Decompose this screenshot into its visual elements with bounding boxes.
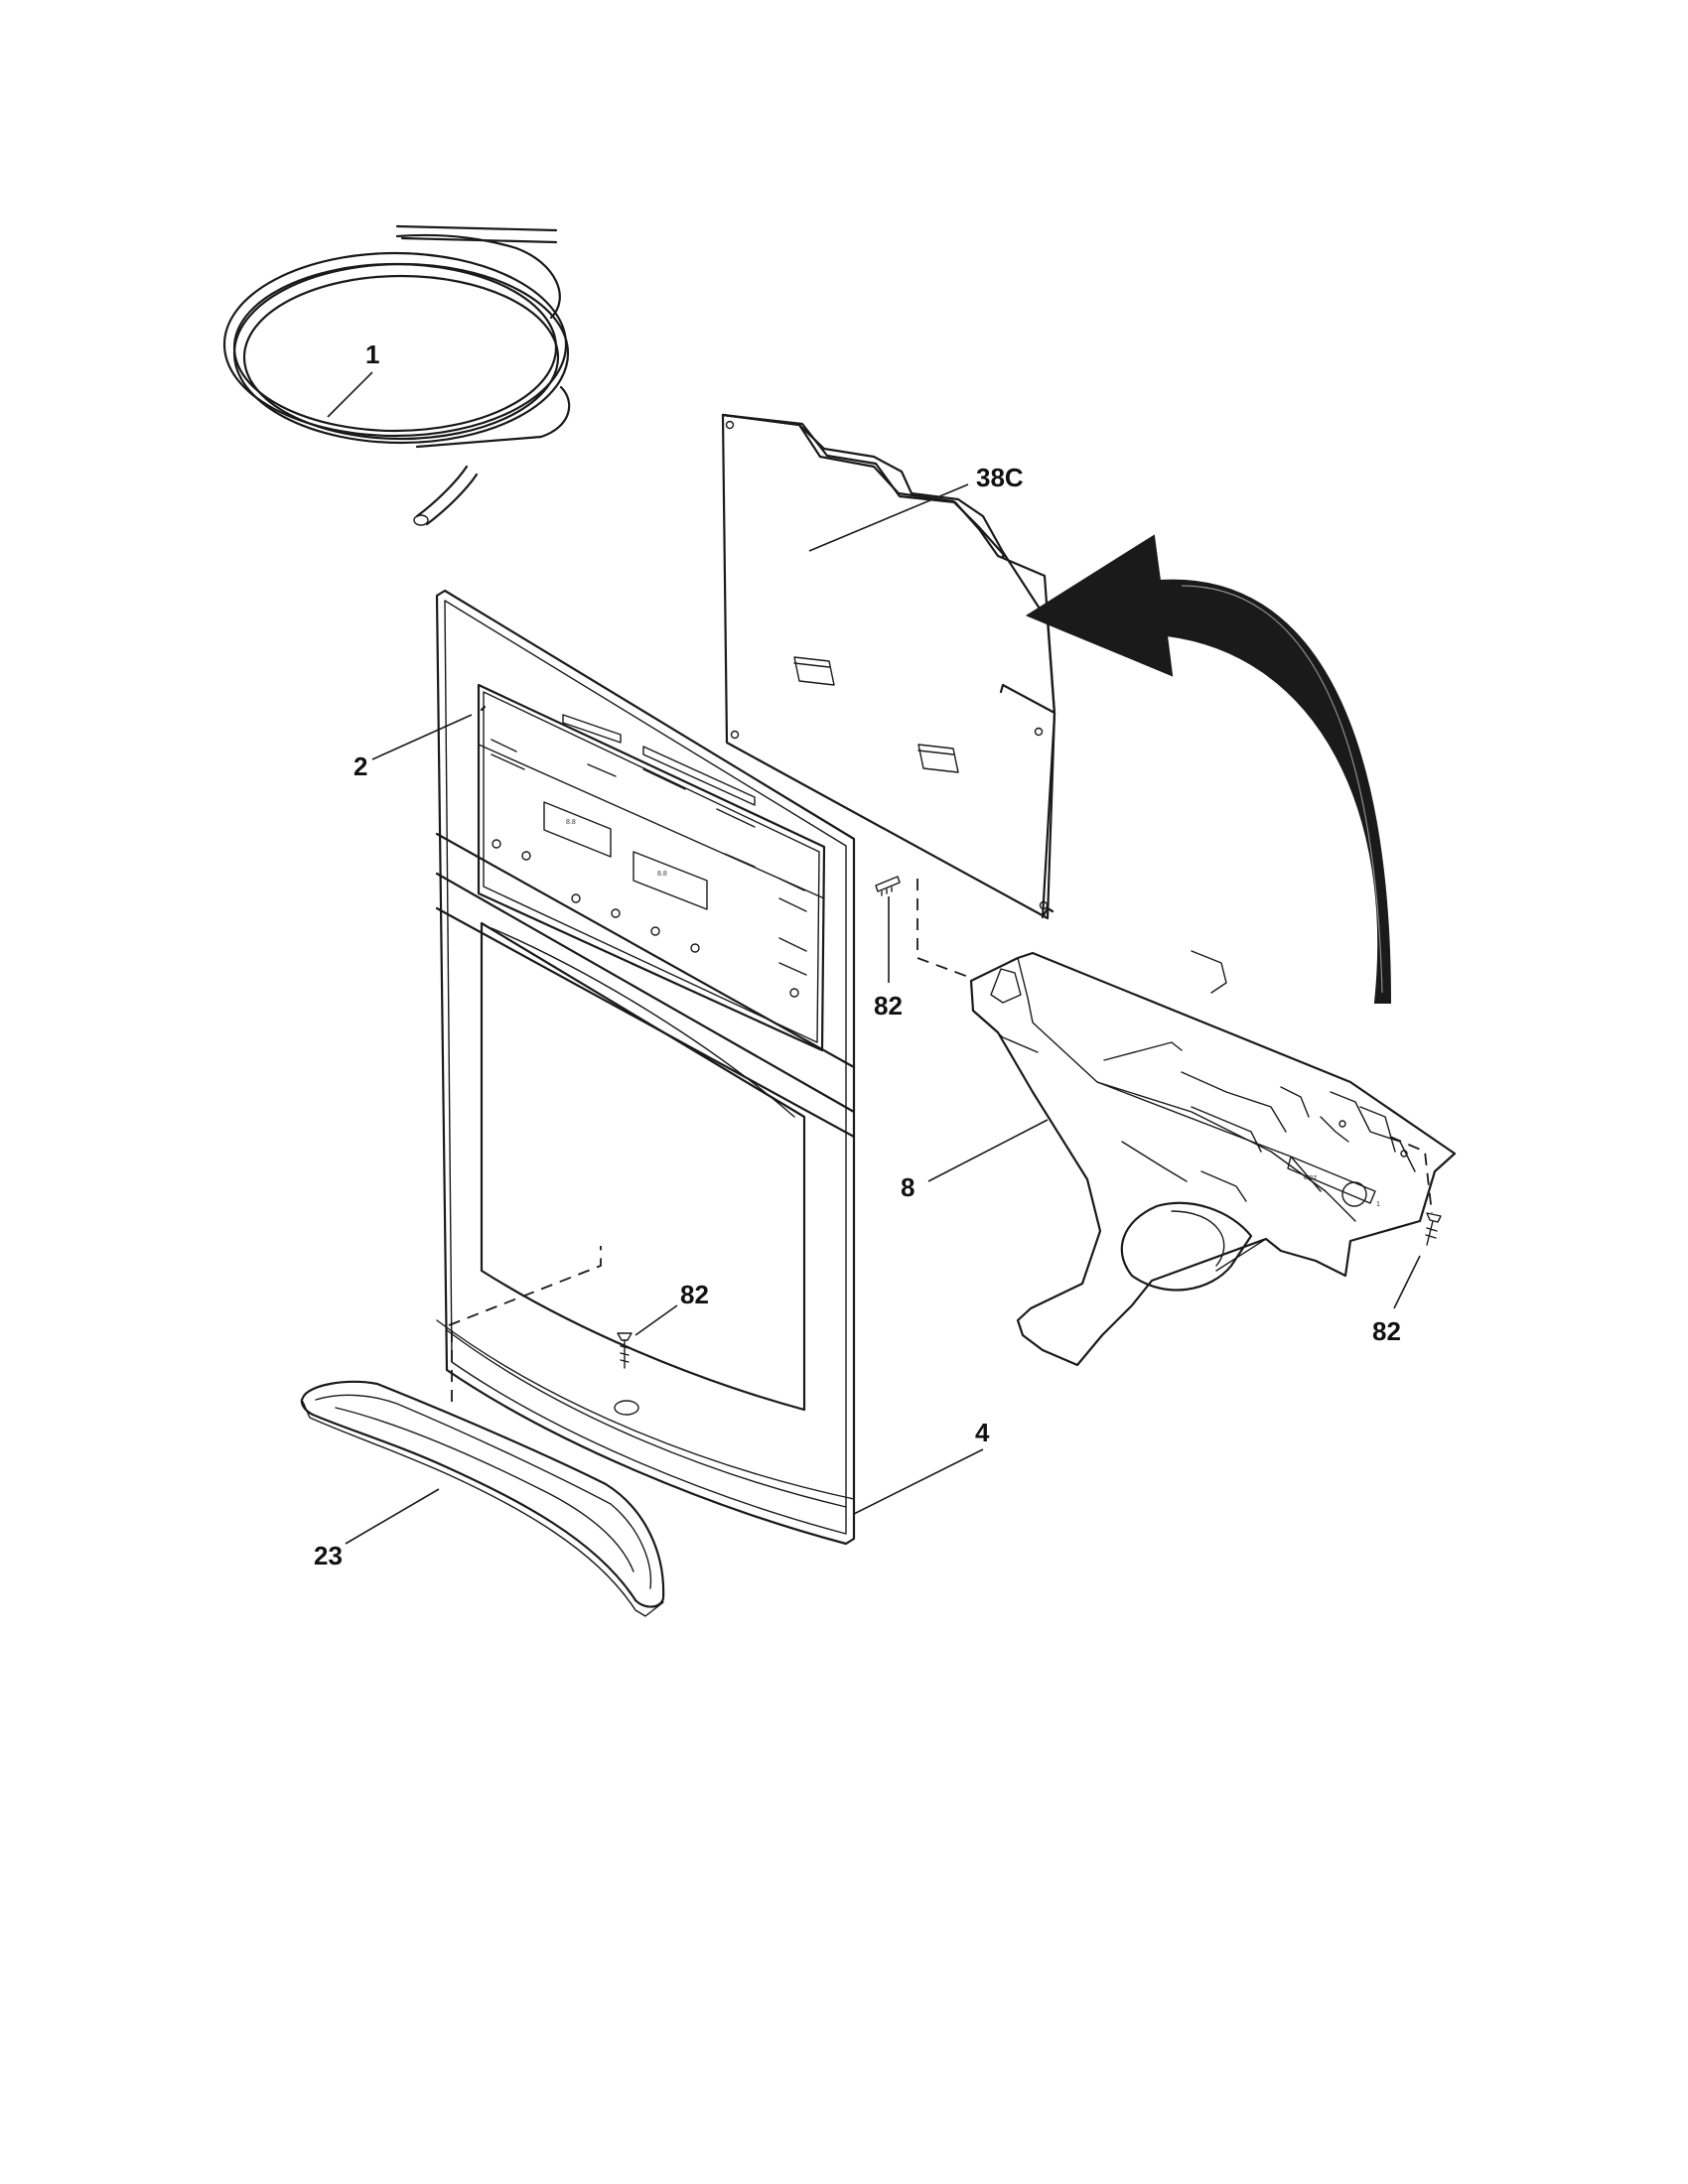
dispenser-number: 1	[1376, 1201, 1380, 1208]
leader-line-23	[345, 1488, 440, 1545]
callout-label-1: 1	[365, 340, 379, 369]
guide-line-top-screw	[916, 879, 972, 979]
callout-label-38c: 38C	[976, 463, 1024, 492]
leader-line-8	[927, 1119, 1049, 1182]
callout-label-82-top: 82	[874, 991, 903, 1021]
dispenser-logo: emz	[1304, 1174, 1318, 1181]
dispenser-actuator: emz 1	[969, 950, 1457, 1367]
dispenser-housing	[435, 589, 856, 1546]
display-right-value: 8.8	[657, 871, 667, 878]
leader-line-1	[327, 371, 373, 418]
water-tubing-coil	[222, 224, 571, 526]
callout-label-4: 4	[975, 1418, 990, 1447]
drip-tray	[300, 1380, 665, 1617]
display-left-value: 8.8	[566, 819, 576, 826]
leader-line-82-right	[1393, 1255, 1421, 1309]
screw-top	[875, 876, 901, 896]
leader-line-2	[371, 714, 473, 760]
leader-line-38c	[808, 483, 969, 552]
screw-right	[1425, 1212, 1442, 1246]
callout-label-82-mid: 82	[680, 1280, 709, 1309]
callout-label-23: 23	[314, 1541, 343, 1570]
screw-mid	[617, 1332, 633, 1369]
callout-label-2: 2	[353, 751, 367, 781]
leader-line-82-mid	[634, 1304, 678, 1336]
assembly-direction-arrow	[1025, 534, 1392, 1004]
guide-line-housing	[448, 1246, 602, 1326]
callout-label-8: 8	[901, 1172, 914, 1202]
control-panel-overlay: 8.8 8.8	[477, 683, 826, 1052]
callout-label-82-right: 82	[1372, 1316, 1401, 1346]
control-board-cover	[721, 413, 1056, 920]
leader-line-4	[853, 1448, 984, 1515]
